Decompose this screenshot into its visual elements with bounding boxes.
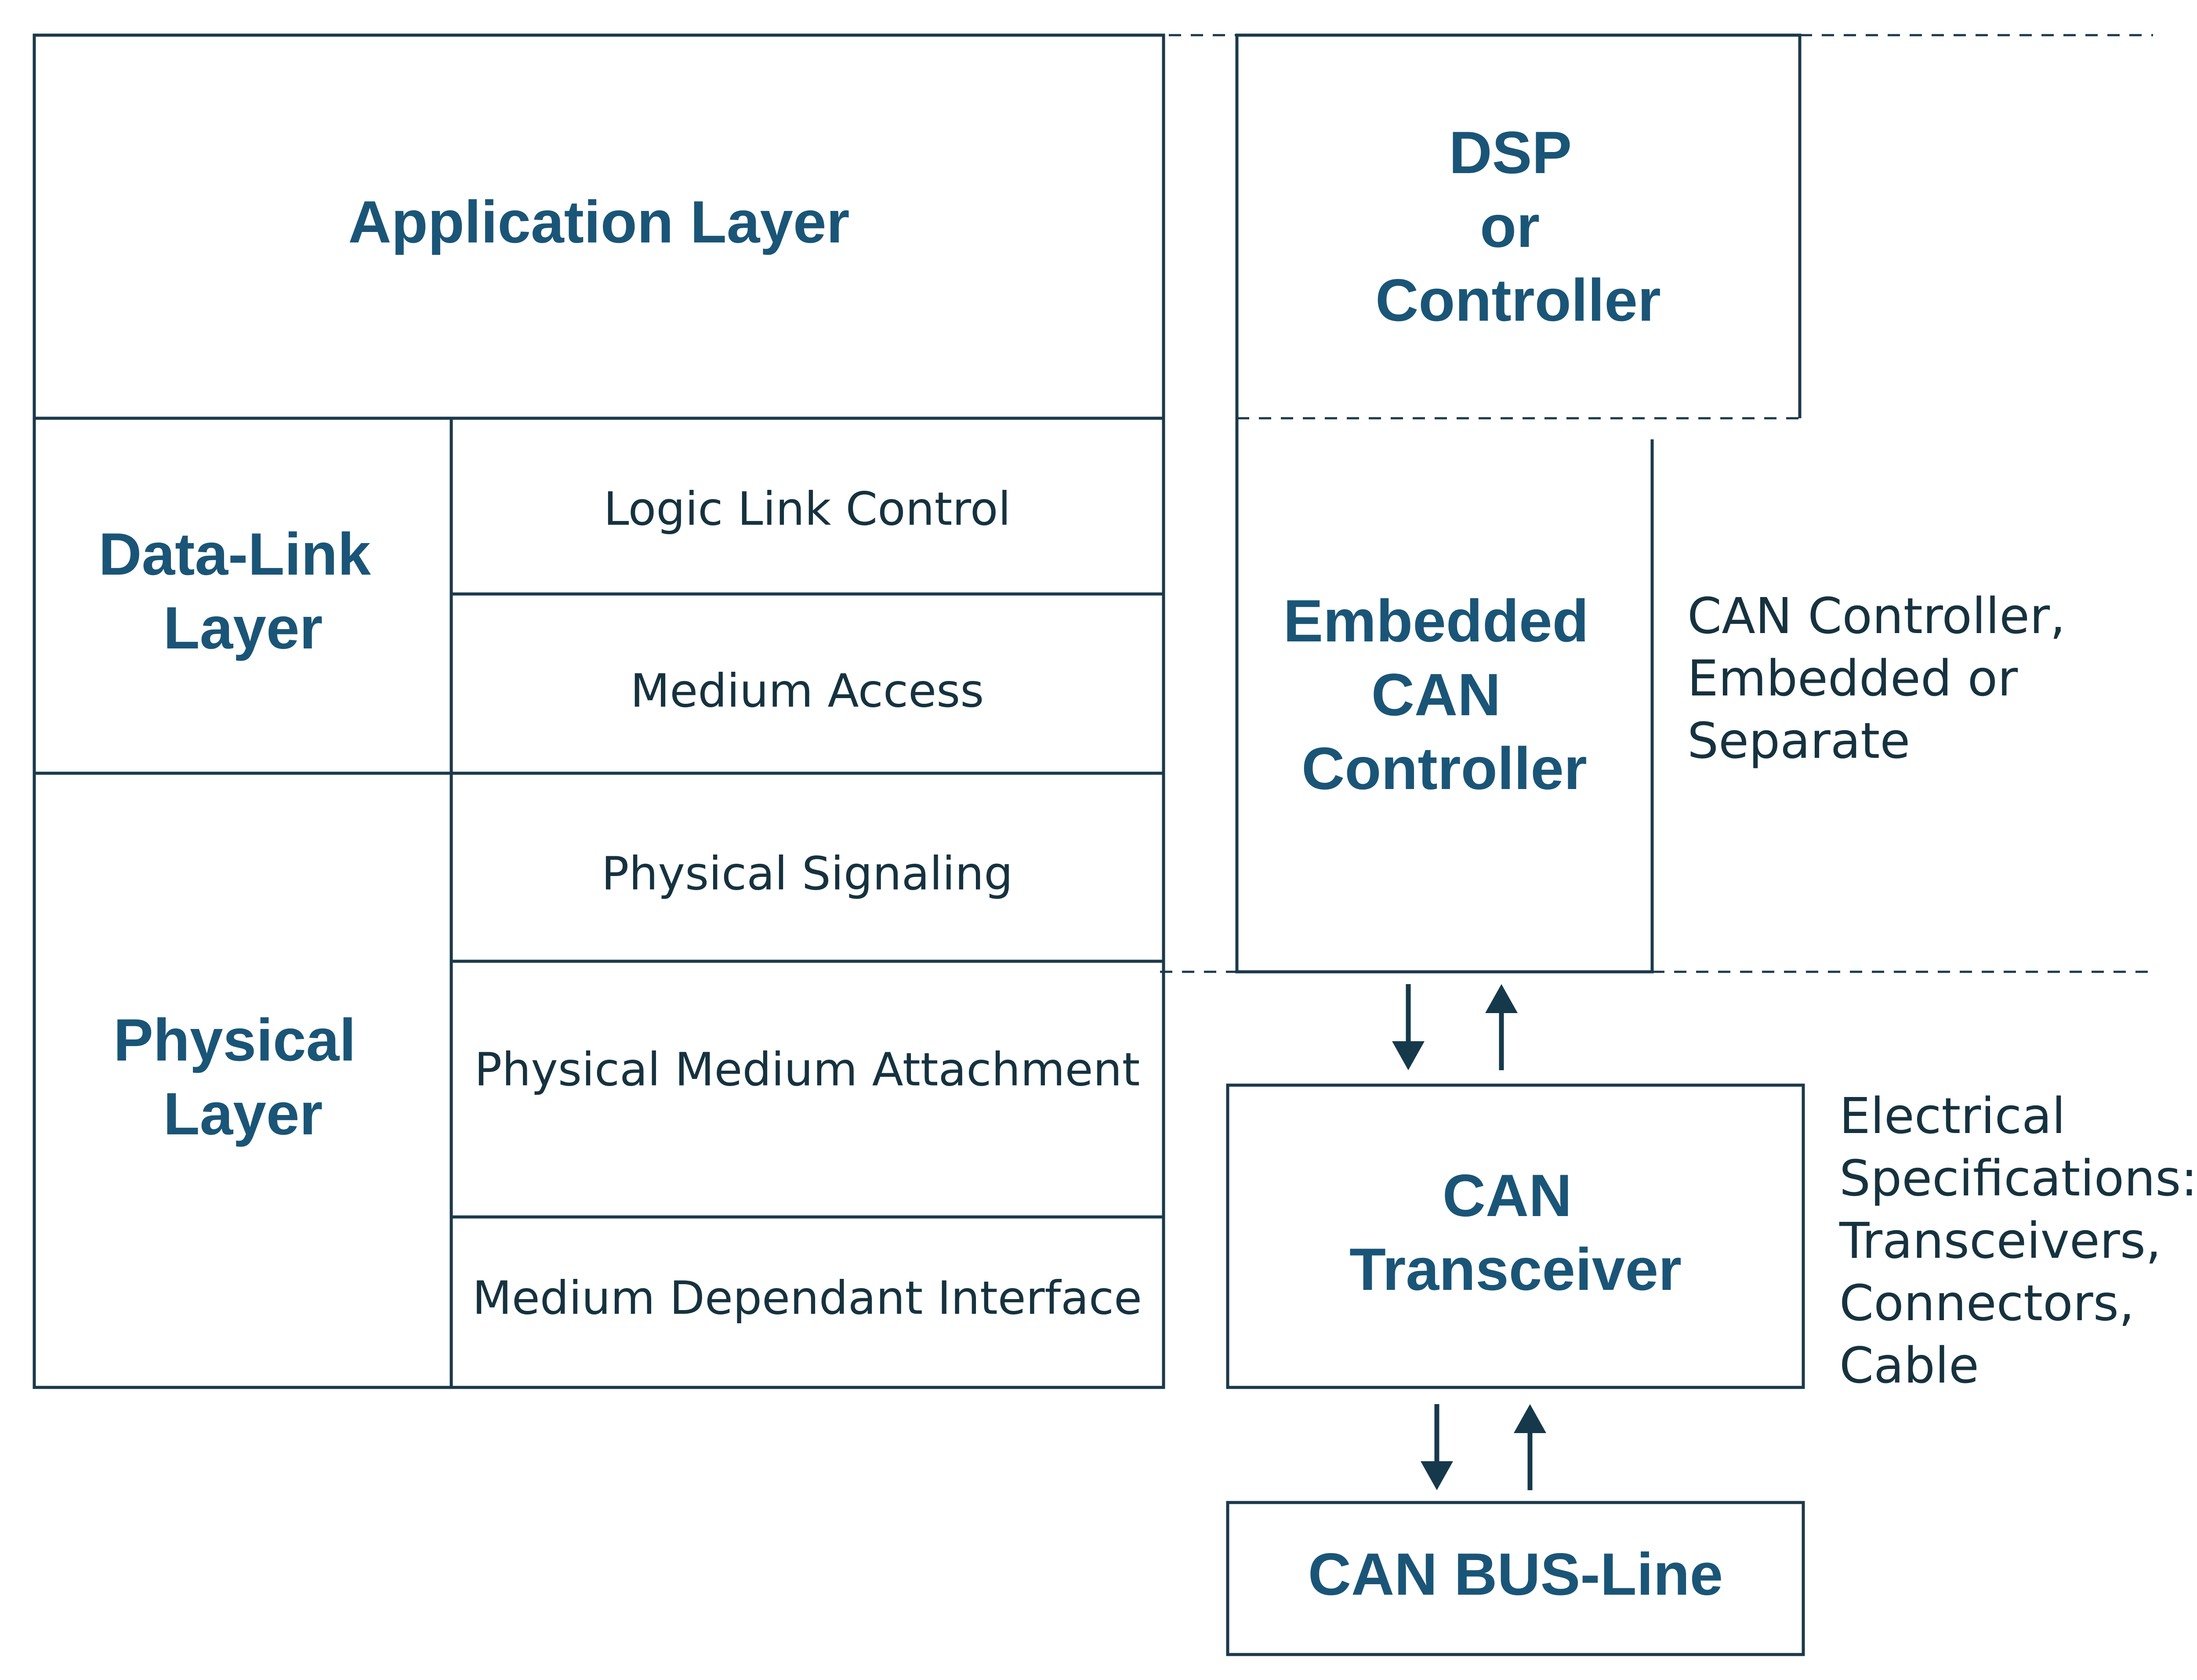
transceiver-bus-arrows — [1421, 1404, 1546, 1490]
physical-signaling-label: Physical Signaling — [602, 847, 1013, 900]
physical-medium-attachment-label: Physical Medium Attachment — [475, 1043, 1140, 1096]
embedded-can-controller-box — [1235, 418, 1654, 974]
embedded-can-controller-label: Embedded CAN Controller — [1283, 587, 1605, 802]
up-arrowhead-to-transceiver — [1514, 1404, 1546, 1433]
can-bus-line-label: CAN BUS-Line — [1308, 1541, 1723, 1608]
layer-stack-outline — [33, 33, 1165, 1389]
side-notes: CAN Controller, Embedded or Separate Ele… — [1687, 588, 2197, 1394]
data-link-layer-label: Data-Link Layer — [98, 521, 387, 661]
controller-note: CAN Controller, Embedded or Separate — [1687, 588, 2081, 770]
dsp-controller-box — [1235, 33, 1802, 418]
medium-dependant-interface-label: Medium Dependant Interface — [472, 1271, 1142, 1325]
can-bus-line-box — [1226, 1501, 1805, 1656]
physical-layer-label: Physical Layer — [113, 1007, 373, 1147]
dsp-controller-label: DSP or Controller — [1375, 119, 1661, 333]
hardware-column: DSP or Controller Embedded CAN Controlle… — [1226, 33, 1805, 1656]
layer-stack: Application Layer Data-Link Layer Physic… — [33, 33, 1165, 1389]
controller-transceiver-arrows — [1392, 984, 1518, 1070]
level-guides — [1160, 34, 2153, 973]
electrical-specifications-note: Electrical Specifications: Transceivers,… — [1839, 1088, 2197, 1394]
down-arrowhead-to-transceiver — [1392, 1041, 1425, 1070]
can-transceiver-box — [1226, 1083, 1805, 1389]
can-transceiver-label: CAN Transceiver — [1349, 1162, 1682, 1303]
logic-link-control-label: Logic Link Control — [604, 482, 1011, 536]
up-arrowhead-to-controller — [1485, 984, 1518, 1013]
application-layer-label: Application Layer — [348, 188, 849, 255]
medium-access-label: Medium Access — [631, 664, 984, 717]
down-arrowhead-to-bus — [1421, 1461, 1453, 1490]
